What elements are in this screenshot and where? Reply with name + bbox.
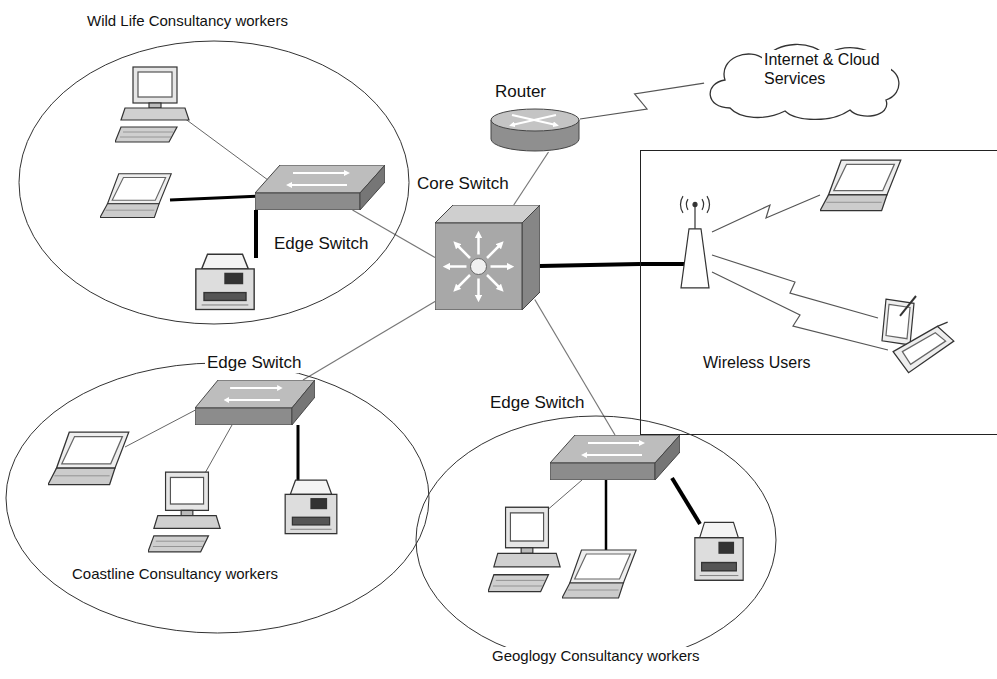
printer-icon <box>695 522 743 580</box>
core-switch-shape <box>435 205 540 310</box>
device-link <box>545 480 582 512</box>
router: Router <box>490 108 580 152</box>
device-label: Edge Switch <box>272 234 371 254</box>
device-link <box>125 405 205 447</box>
group-ellipse: Wild Life Consultancy workersEdge Switch <box>18 40 410 325</box>
router-icon <box>491 109 579 151</box>
laptop-icon <box>562 550 636 598</box>
network-link <box>514 152 549 205</box>
wireless-signal <box>712 195 820 232</box>
device-label: Core Switch <box>415 174 511 194</box>
group-outline <box>19 41 409 324</box>
core-switch: Core Switch <box>435 205 540 310</box>
pc-icon <box>488 507 560 591</box>
cloud-label: Internet & Cloud Services <box>762 50 891 88</box>
phone-icon <box>893 322 954 373</box>
edge-switch-icon <box>255 165 385 210</box>
wireless-signal <box>712 272 888 350</box>
printer-icon <box>285 480 337 533</box>
cloud-icon <box>710 44 899 119</box>
network-link <box>303 295 446 380</box>
ap-link <box>640 262 684 266</box>
edge-switch-shape <box>195 380 315 425</box>
laptop-icon <box>820 160 901 211</box>
device-link <box>254 210 258 258</box>
group-ellipse: Geoglogy Consultancy workers Edge Switch <box>415 415 777 665</box>
device-link <box>297 425 300 482</box>
network-link <box>535 300 615 436</box>
edge-switch: Edge Switch <box>195 380 315 425</box>
device-label: Router <box>493 82 548 102</box>
pc-icon <box>115 67 189 142</box>
device-link <box>672 478 700 524</box>
device-link <box>605 480 608 550</box>
group-ellipse: Coastline Consultancy workers Edge Switch <box>5 362 430 634</box>
edge-switch-shape <box>550 435 680 480</box>
router-shape <box>490 108 580 152</box>
wireless-link <box>580 83 704 119</box>
edge-switch-icon <box>550 435 680 480</box>
group-outline <box>416 416 776 664</box>
edge-switch-shape <box>255 165 385 210</box>
group-title: Geoglogy Consultancy workers <box>490 647 702 665</box>
cloud: Internet & Cloud Services <box>700 38 905 120</box>
network-link <box>540 264 640 266</box>
area-label: Wireless Users <box>701 353 813 372</box>
pc-icon <box>148 472 220 552</box>
group-title: Wild Life Consultancy workers <box>85 12 290 30</box>
wireless-signal <box>712 255 878 318</box>
edge-switch-icon <box>195 380 315 425</box>
laptop-icon <box>100 174 171 218</box>
device-label: Edge Switch <box>488 393 587 413</box>
wireless-area: Wireless Users <box>640 150 997 435</box>
device-link <box>180 115 272 183</box>
printer-icon <box>196 254 254 309</box>
group-title: Coastline Consultancy workers <box>70 565 280 583</box>
device-label: Edge Switch <box>205 353 304 373</box>
device-link <box>170 196 262 200</box>
laptop-icon <box>48 432 129 484</box>
edge-switch: Edge Switch <box>255 165 385 210</box>
access-point-icon <box>680 196 709 288</box>
edge-switch: Edge Switch <box>550 435 680 480</box>
tablet-icon <box>882 296 916 345</box>
core-switch-icon <box>435 205 540 310</box>
group-outline <box>6 363 429 633</box>
